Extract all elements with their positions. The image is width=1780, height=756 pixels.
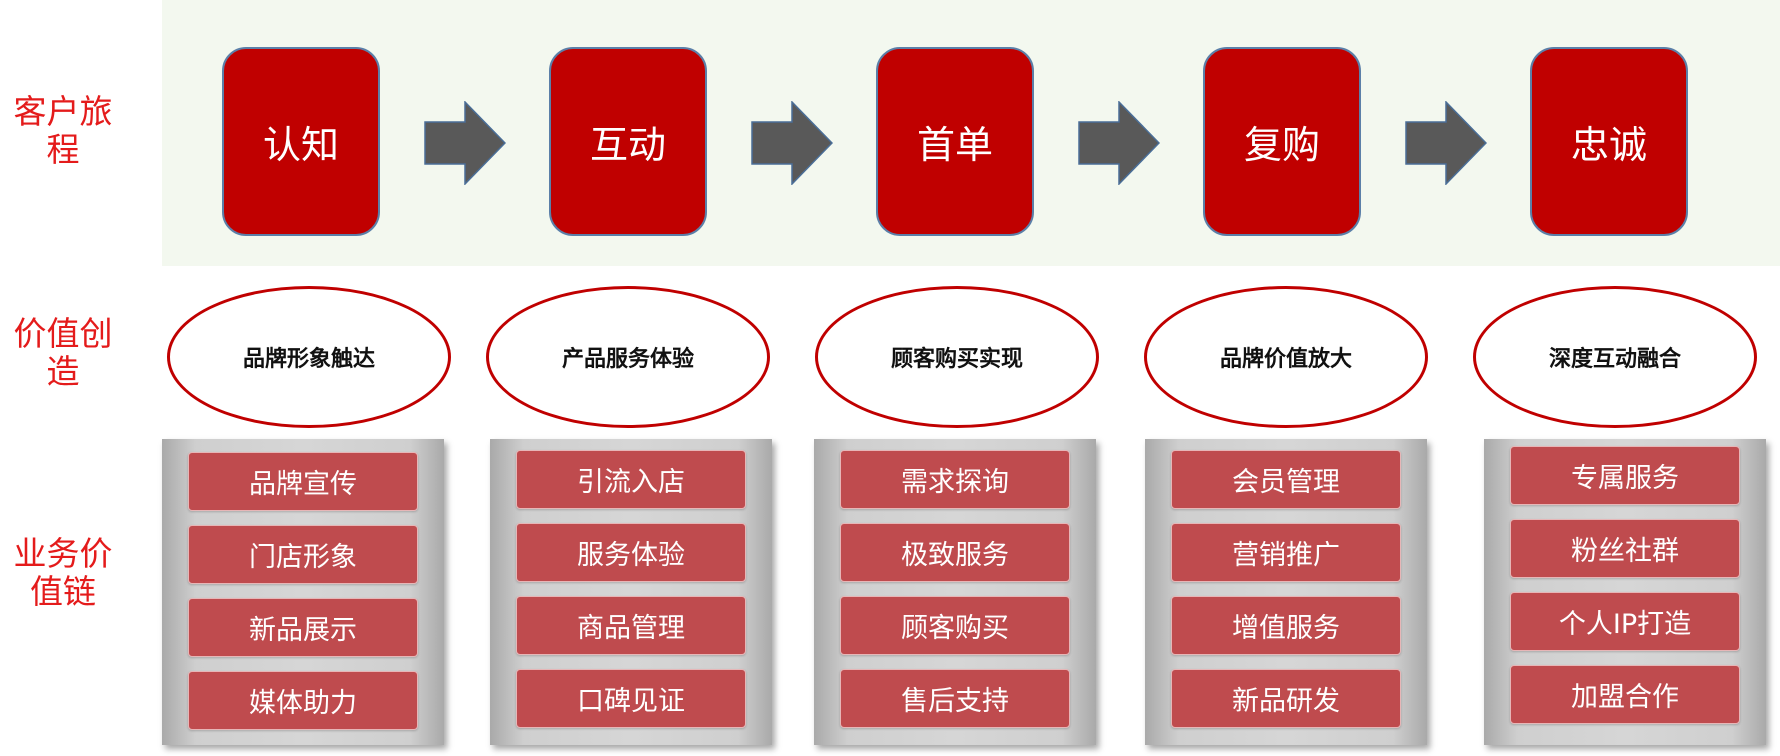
- row-label-value-creation-line1: 价值创: [13, 314, 113, 353]
- value-chain-item: 加盟合作: [1510, 665, 1740, 724]
- row-label-value-creation-line2: 造: [46, 352, 80, 391]
- value-chain-panel-3: 需求探询 极致服务 顾客购买 售后支持: [814, 439, 1096, 745]
- value-chain-item: 个人IP打造: [1510, 592, 1740, 651]
- value-chain-item: 媒体助力: [188, 671, 418, 730]
- stage-first-order: 首单: [876, 47, 1034, 236]
- value-ellipse-brand-value-amplify: 品牌价值放大: [1144, 286, 1428, 428]
- stage-awareness: 认知: [222, 47, 380, 236]
- row-label-value-creation: 价值创 造: [4, 315, 122, 391]
- row-label-business-value-chain: 业务价 值链: [4, 535, 122, 611]
- value-chain-item: 商品管理: [516, 596, 746, 655]
- value-chain-panel-5: 专属服务 粉丝社群 个人IP打造 加盟合作: [1484, 439, 1766, 745]
- value-chain-item: 顾客购买: [840, 596, 1070, 655]
- value-ellipse-customer-purchase: 顾客购买实现: [815, 286, 1099, 428]
- value-chain-item: 极致服务: [840, 523, 1070, 582]
- right-arrow-icon: [1078, 101, 1160, 185]
- row-label-business-value-chain-line1: 业务价: [13, 534, 113, 573]
- value-ellipse-brand-image-reach: 品牌形象触达: [167, 286, 451, 428]
- value-chain-item: 增值服务: [1171, 596, 1401, 655]
- value-chain-item: 需求探询: [840, 450, 1070, 509]
- value-ellipse-product-service-experience: 产品服务体验: [486, 286, 770, 428]
- right-arrow-icon: [424, 101, 506, 185]
- value-chain-item: 营销推广: [1171, 523, 1401, 582]
- value-ellipse-deep-interaction: 深度互动融合: [1473, 286, 1757, 428]
- row-label-customer-journey: 客户旅 程: [4, 93, 122, 169]
- stage-loyalty: 忠诚: [1530, 47, 1688, 236]
- value-chain-panel-2: 引流入店 服务体验 商品管理 口碑见证: [490, 439, 772, 745]
- value-chain-item: 售后支持: [840, 669, 1070, 728]
- value-chain-item: 新品展示: [188, 598, 418, 657]
- value-chain-item: 引流入店: [516, 450, 746, 509]
- value-chain-item: 服务体验: [516, 523, 746, 582]
- right-arrow-icon: [751, 101, 833, 185]
- value-chain-panel-1: 品牌宣传 门店形象 新品展示 媒体助力: [162, 439, 444, 745]
- stage-interaction: 互动: [549, 47, 707, 236]
- row-label-customer-journey-line2: 程: [46, 130, 80, 169]
- value-chain-panel-4: 会员管理 营销推广 增值服务 新品研发: [1145, 439, 1427, 745]
- value-chain-item: 门店形象: [188, 525, 418, 584]
- row-label-customer-journey-line1: 客户旅: [13, 92, 113, 131]
- value-chain-item: 品牌宣传: [188, 452, 418, 511]
- value-chain-item: 粉丝社群: [1510, 519, 1740, 578]
- value-chain-item: 专属服务: [1510, 446, 1740, 505]
- right-arrow-icon: [1405, 101, 1487, 185]
- value-chain-item: 新品研发: [1171, 669, 1401, 728]
- row-label-business-value-chain-line2: 值链: [30, 572, 96, 611]
- value-chain-item: 口碑见证: [516, 669, 746, 728]
- stage-repurchase: 复购: [1203, 47, 1361, 236]
- value-chain-item: 会员管理: [1171, 450, 1401, 509]
